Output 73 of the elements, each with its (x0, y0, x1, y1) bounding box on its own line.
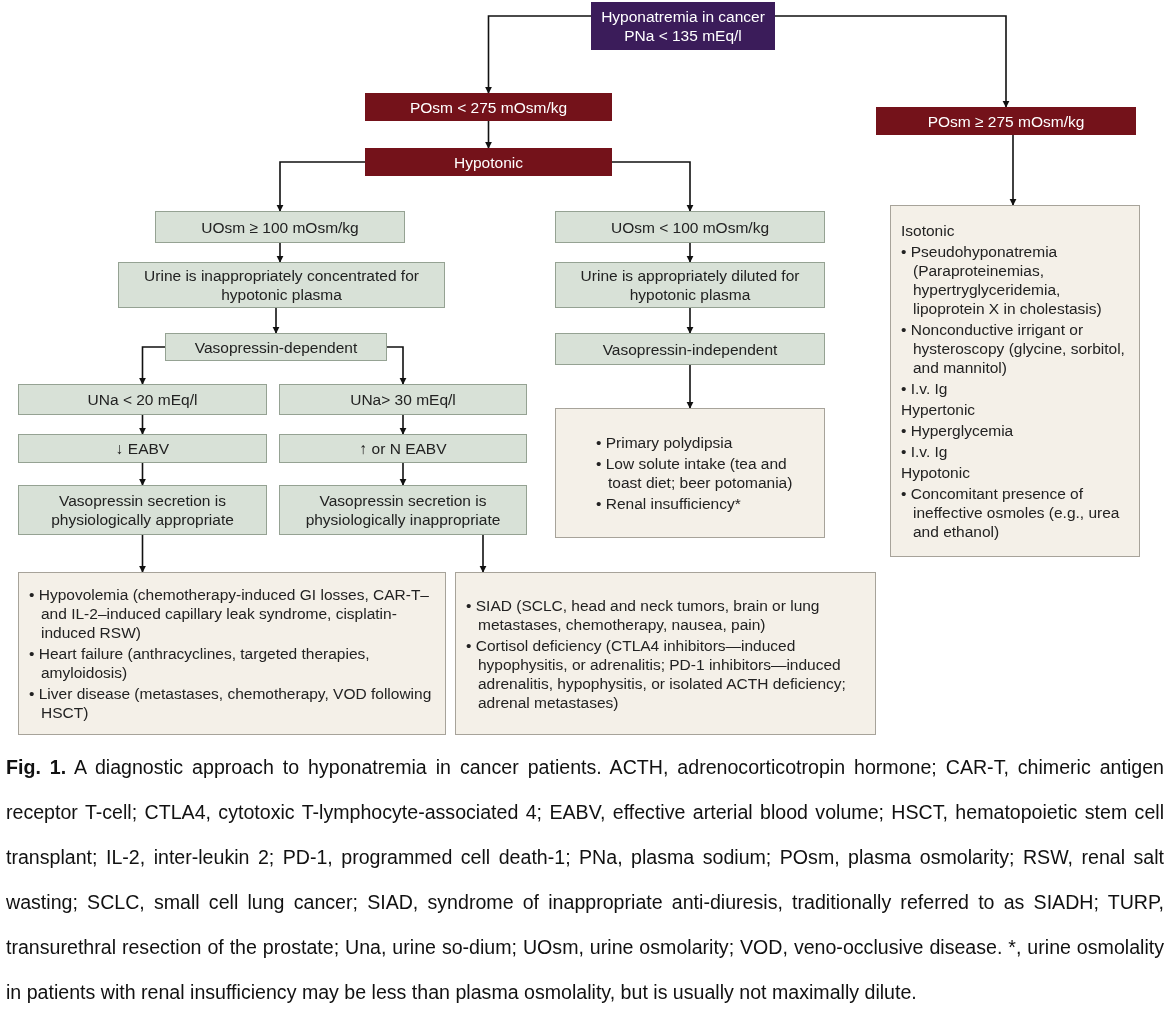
arrow (276, 161, 366, 212)
cause-list-box (455, 572, 876, 735)
cause-list-box (555, 408, 825, 538)
arrow (139, 414, 146, 435)
criterion-box (279, 384, 527, 415)
category-box (365, 148, 612, 176)
group-heading: Isotonic (901, 221, 955, 240)
box-label: Vasopressin secretion is physiologically appropriate (50, 491, 235, 529)
bullet-item: • SIAD (SCLC, head and neck tumors, brain or lung metastases, chemotherapy, nausea, pain) (466, 595, 821, 634)
process-box (555, 333, 825, 365)
criterion-box (18, 384, 267, 415)
arrow (479, 534, 487, 573)
bullet-item: • I.v. Ig (901, 379, 948, 398)
criterion-box (365, 93, 612, 121)
group-heading: Hypertonic (901, 400, 976, 419)
bullet-item: • Renal insufficiency* (596, 494, 741, 513)
criterion-box (555, 211, 825, 243)
arrow (399, 462, 407, 486)
figure-caption: Fig. 1. A diagnostic approach to hyponatremia in cancer patients. ACTH, adrenocorticotropin hormone; CAR-T, chimeric antigen receptor T-cell; CTLA4, cytotoxic T-lymphocyte-associated 4; EABV, effective arterial blood volume; HSCT, hematopoietic stem cell transplant; IL-2, inter-leukin 2; PD-1, programmed cell death-1; PNa, plasma sodium; POsm, plasma osmolarity; RSW, renal salt wasting; SCLC, small cell lung cancer; SIAD, syndrome of inappropriate anti-diuresis, traditionally referred to as SIADH; TURP, transurethral resection of the prostate; Una, urine so-dium; UOsm, urine osmolarity; VOD, veno-occlusive disease. *, urine osmolality in patients with renal insufficiency may be less than plasma osmolality, but is usually not maximally dilute. (6, 755, 1164, 1005)
bullet-item: • Low solute intake (tea and toast diet; beer potomania) (596, 454, 794, 492)
box-label: Vasopressin secretion is physiologically inappropriate (304, 491, 502, 529)
process-box (18, 485, 267, 535)
group-heading: Hypotonic (901, 463, 970, 482)
box-label: UOsm ≥ 100 mOsm/kg (201, 217, 359, 237)
process-box (18, 434, 267, 463)
bullet-item: • Primary polydipsia (596, 433, 733, 452)
criterion-box (876, 107, 1136, 135)
arrow (399, 414, 407, 435)
box-label: UNa> 30 mEq/l (350, 390, 456, 409)
process-box (165, 333, 387, 361)
bullet-item: • I.v. Ig (901, 442, 948, 461)
cause-list-box (890, 205, 1140, 557)
box-label: UOsm < 100 mOsm/kg (610, 217, 770, 237)
process-box (118, 262, 445, 308)
arrow (276, 242, 284, 263)
box-label: Vasopressin-independent (602, 339, 778, 359)
bullet-item: • Pseudohyponatremia (Paraproteinemias, hypertryglyceridemia, lipoprotein X in cholestasis) (901, 242, 1103, 318)
bullet-item: • Liver disease (metastases, chemotherapy, VOD following HSCT) (29, 684, 433, 722)
bullet-item: • Hypovolemia (chemotherapy-induced GI losses, CAR-T– and IL-2–induced capillary leak syndrome, cisplatin-induced RSW) (29, 585, 430, 642)
box-label: POsm < 275 mOsm/kg (409, 97, 568, 117)
arrow (272, 307, 280, 334)
process-box (555, 262, 825, 308)
cause-list-box (18, 572, 446, 735)
box-label: Urine is inappropriately concentrated for hypotonic plasma (143, 266, 420, 304)
arrow (485, 120, 492, 149)
box-label: POsm ≥ 275 mOsm/kg (927, 111, 1085, 131)
box-label: Hyponatremia in cancer PNa < 135 mEq/l (600, 7, 766, 45)
bullet-item: • Concomitant presence of ineffective osmoles (e.g., urea and ethanol) (901, 484, 1121, 541)
arrow (139, 462, 146, 486)
arrow (1009, 134, 1017, 206)
arrow (139, 346, 166, 385)
arrow (611, 161, 694, 212)
bullet-item: • Nonconductive irrigant or hysteroscopy (glycine, sorbitol, and mannitol) (901, 320, 1126, 377)
arrow (139, 534, 146, 573)
arrow (485, 15, 592, 94)
arrow (686, 364, 694, 409)
bullet-item: • Heart failure (anthracyclines, targeted therapies, amyloidosis) (29, 644, 371, 682)
box-label: Hypotonic (454, 152, 523, 172)
bullet-item: • Hyperglycemia (901, 421, 1015, 440)
arrow (774, 15, 1010, 108)
box-label: Vasopressin-dependent (194, 337, 358, 357)
bullet-item: • Cortisol deficiency (CTLA4 inhibitors—induced hypophysitis, or adrenalitis; PD-1 inhibitors—induced adrenalitis, hypophysitis, or isolated ACTH deficiency; adrenal metastases) (466, 635, 847, 712)
box-label: ↓ EABV (115, 439, 170, 458)
start-box (591, 2, 775, 50)
box-label: ↑ or N EABV (359, 439, 447, 458)
arrow (686, 307, 694, 334)
process-box (279, 485, 527, 535)
box-label: Urine is appropriately diluted for hypotonic plasma (579, 266, 801, 304)
box-label: UNa < 20 mEq/l (87, 390, 198, 409)
process-box (279, 434, 527, 463)
arrow (386, 346, 407, 385)
arrow (686, 242, 694, 263)
criterion-box (155, 211, 405, 243)
